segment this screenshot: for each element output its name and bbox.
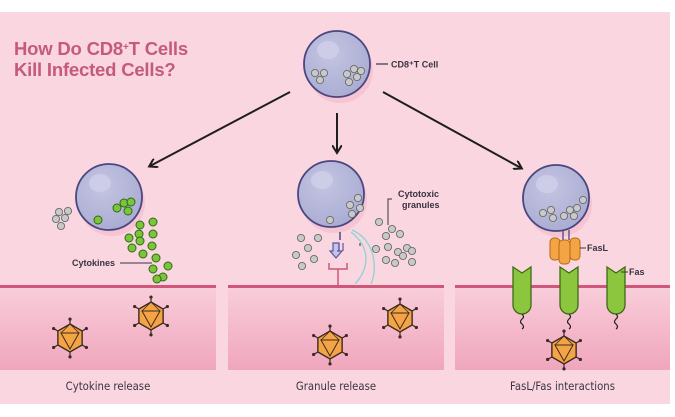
granule [353,193,363,203]
caption-granule-release: Granule release [295,379,377,393]
granule [538,208,548,218]
perforin-strand-1 [350,231,367,285]
virus-icon [312,324,348,366]
granule [371,244,381,254]
granule [349,64,359,74]
granule [303,243,313,253]
fasl-label: FasL [587,243,609,253]
granule [345,200,355,210]
title-line2: Kill Infected Cells? [14,59,176,80]
granule [297,261,307,271]
granule [548,213,558,223]
granule [63,206,73,216]
granule [387,224,397,234]
cytokine [123,206,133,216]
cytokine [93,215,103,225]
granule [291,250,301,260]
virus-icon [382,297,418,339]
caption-cytokine-release: Cytokine release [65,379,151,393]
title-line1-prefix: How Do CD8 [14,38,124,59]
membrane-1 [0,285,216,288]
granule [325,215,335,225]
fas-receptor [559,265,579,330]
fas-receptors [512,265,626,330]
granule [381,231,391,241]
granule [315,75,325,85]
cytokine [152,274,162,284]
cytokine [135,220,145,230]
cytokine [135,236,145,246]
granule [407,246,417,256]
fas-receptor [606,265,626,330]
caption-fasl-fas: FasL/Fas interactions [509,379,615,393]
granule [344,77,354,87]
virus-icon [52,317,88,359]
granule [546,205,556,215]
title-superscript: + [123,42,129,53]
cytokine [163,261,173,271]
granule-release-apparatus [328,229,375,285]
cytokine [148,217,158,227]
arrows [150,91,521,168]
granule [559,211,569,221]
cytotoxic-label-line1: Cytotoxic [398,189,439,199]
granule [60,213,70,223]
cytokine [112,203,122,213]
cytokine [127,243,137,253]
fas-label: Fas [629,267,645,277]
receptor-icon [328,263,348,285]
cytokines-label: Cytokines [72,258,115,268]
granule [569,211,579,221]
granule [347,209,357,219]
cytokine [151,253,161,263]
granule [352,72,362,82]
granule [356,66,366,76]
tissue-panel-1 [0,288,216,370]
granule [381,255,391,265]
granule [56,221,66,231]
cytotoxic-label-bracket [387,198,392,225]
granule [395,229,405,239]
tissue-panel-2 [228,288,444,370]
granule [54,207,64,217]
arrow-to-fasl [382,91,521,168]
cd8-label: CD8⁺T Cell [391,60,438,70]
granule [383,242,393,252]
granule [355,203,365,213]
cytokine [124,233,134,243]
tissue-layers [0,285,670,370]
granule [310,68,320,78]
granule [342,69,352,79]
granule [390,258,400,268]
granule [313,233,323,243]
cd8-t-cell [303,30,373,103]
granule [572,203,582,213]
fas-receptor [512,265,532,330]
virus-icon [546,329,582,371]
title-line1-suffix: T Cells [128,38,188,59]
arrow-to-cytokine [150,91,291,166]
cytokine [148,229,158,239]
virus-icon [133,295,169,337]
cytokine [148,264,158,274]
granule [374,217,384,227]
cytokine [138,249,148,259]
down-arrow-icon [328,242,344,259]
cytotoxic-label-line2: granules [402,200,440,210]
granule [51,214,61,224]
granule [407,257,417,267]
granule [319,68,329,78]
membrane-2 [228,285,444,288]
granule [296,233,306,243]
cytokine [147,241,157,251]
diagram-title: How Do CD8+T Cells Kill Infected Cells? [14,38,188,80]
fasl-ligand [549,230,581,265]
granule [398,251,408,261]
granule [578,195,588,205]
perforin-strand-2 [351,229,375,285]
granule [309,254,319,264]
cytokine [126,197,136,207]
